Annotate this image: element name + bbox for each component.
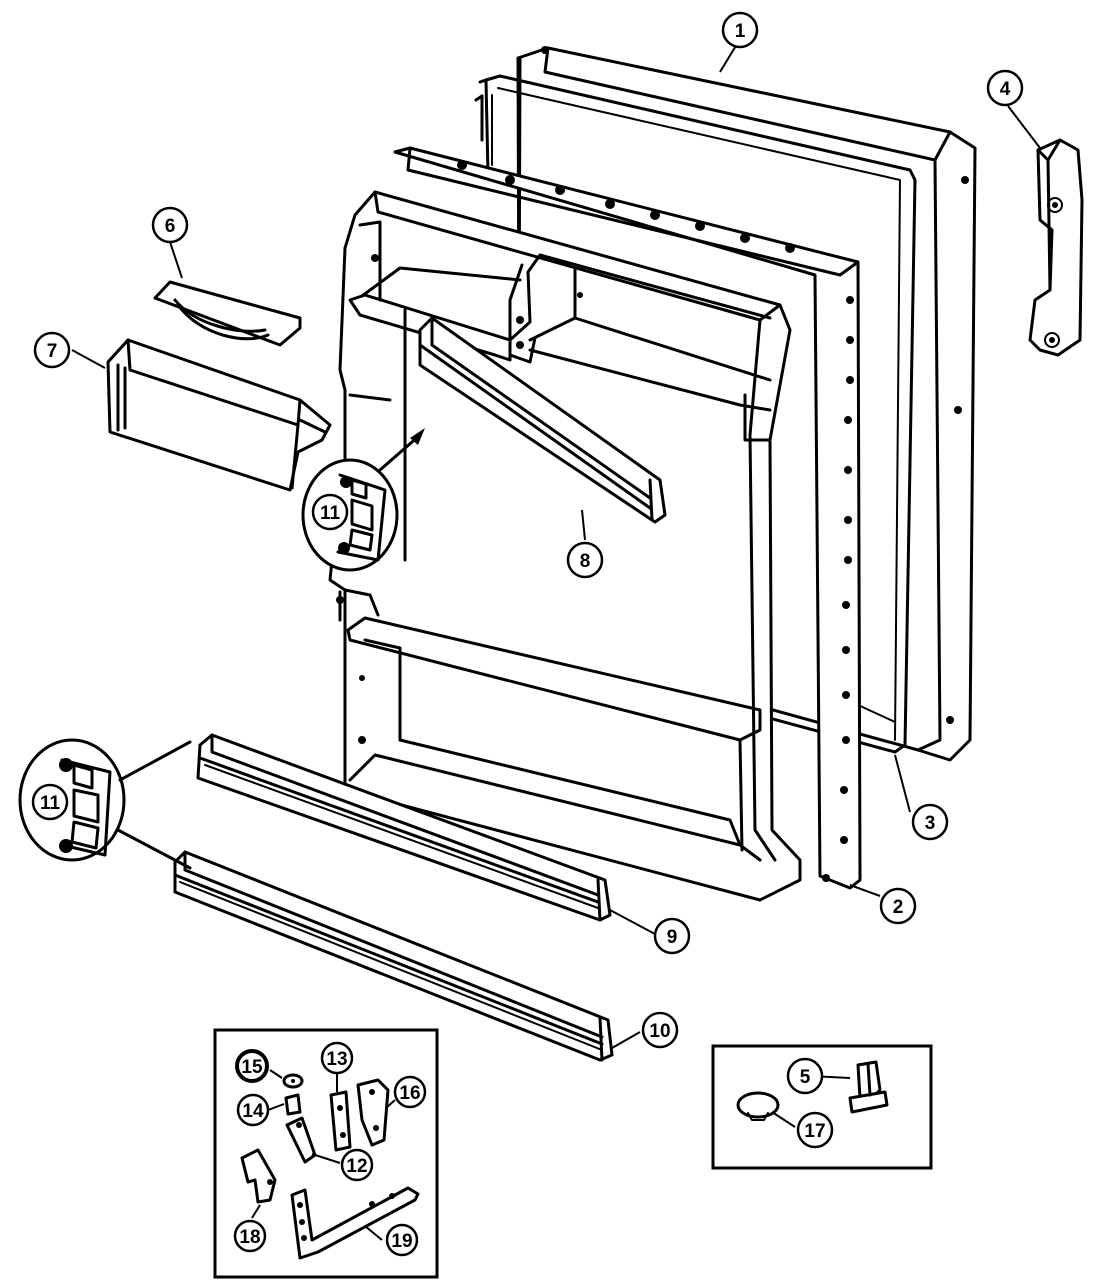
rail-clip-detail-upper — [301, 428, 425, 572]
upper-door-rail — [418, 316, 667, 524]
bushing-part — [284, 1093, 302, 1116]
callout-6: 6 — [151, 206, 189, 244]
svg-text:2: 2 — [893, 897, 904, 918]
callout-16: 16 — [393, 1075, 427, 1109]
callout-17: 17 — [796, 1111, 834, 1149]
bottom-door-rail — [173, 850, 614, 1062]
callout-8: 8 — [566, 541, 604, 579]
callout-11-lower: 11 — [31, 783, 69, 821]
hinge-bracket — [1028, 138, 1084, 357]
callout-19: 19 — [385, 1223, 419, 1257]
svg-text:13: 13 — [326, 1049, 347, 1070]
callout-11-upper: 11 — [311, 493, 349, 531]
svg-text:9: 9 — [667, 927, 678, 948]
callout-9: 9 — [653, 917, 691, 955]
door-gasket — [474, 74, 917, 754]
svg-text:12: 12 — [346, 1156, 367, 1177]
svg-text:8: 8 — [580, 551, 591, 572]
callout-2: 2 — [879, 887, 917, 925]
shelf-trim-cover — [153, 280, 302, 347]
callout-5: 5 — [786, 1057, 824, 1095]
plug-button-inset — [711, 1044, 933, 1170]
svg-text:17: 17 — [804, 1121, 825, 1142]
callout-7: 7 — [33, 331, 71, 369]
callouts: 1 4 6 7 11 8 11 3 — [31, 11, 1024, 1257]
spacer-plate-part — [329, 1090, 352, 1152]
callout-1: 1 — [721, 11, 759, 49]
callout-4: 4 — [986, 69, 1024, 107]
svg-text:7: 7 — [47, 341, 58, 362]
callout-13: 13 — [320, 1041, 354, 1075]
svg-text:10: 10 — [649, 1021, 670, 1042]
callout-18: 18 — [233, 1219, 267, 1253]
lower-door-rail — [196, 733, 612, 922]
long-bracket-part — [290, 1186, 420, 1260]
svg-text:14: 14 — [242, 1101, 264, 1122]
svg-text:16: 16 — [399, 1083, 420, 1104]
svg-text:11: 11 — [320, 503, 341, 524]
svg-text:19: 19 — [391, 1231, 412, 1252]
svg-text:15: 15 — [241, 1057, 263, 1078]
callout-15: 15 — [235, 1049, 269, 1083]
callout-3: 3 — [911, 803, 949, 841]
hinge-part — [240, 1148, 277, 1204]
svg-text:11: 11 — [40, 793, 61, 814]
rail-clip-detail-lower — [18, 738, 192, 870]
svg-text:3: 3 — [925, 813, 936, 834]
svg-text:18: 18 — [239, 1227, 260, 1248]
button-cap-part — [736, 1091, 780, 1119]
svg-text:5: 5 — [800, 1067, 811, 1088]
svg-text:4: 4 — [1000, 79, 1011, 100]
svg-text:6: 6 — [165, 216, 176, 237]
callout-10: 10 — [641, 1011, 679, 1049]
hinge-plate-part — [356, 1078, 390, 1147]
callout-14: 14 — [236, 1093, 270, 1127]
dairy-door — [106, 338, 332, 492]
callout-12: 12 — [340, 1148, 374, 1182]
leader-lines — [71, 43, 1041, 1241]
svg-text:1: 1 — [735, 21, 746, 42]
